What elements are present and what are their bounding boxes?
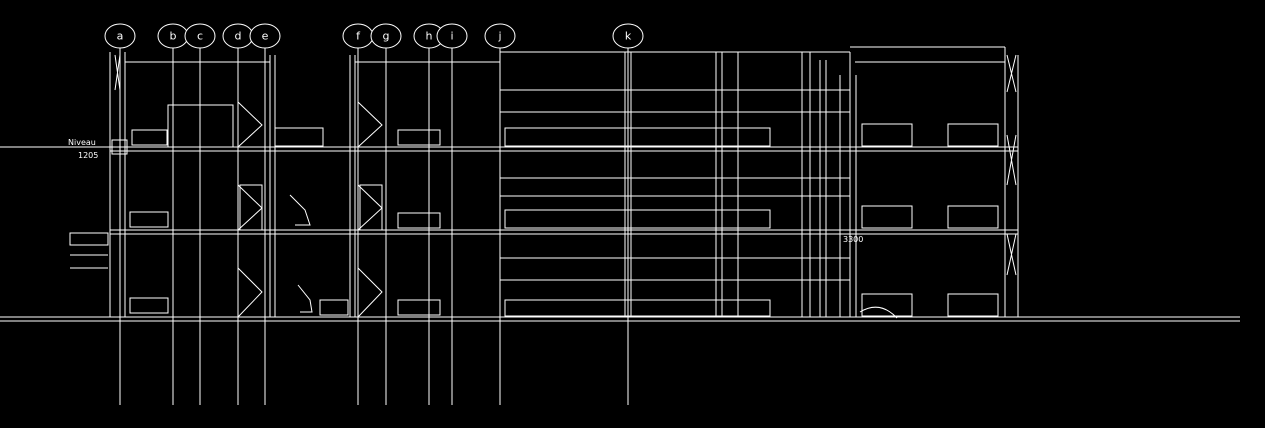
svg-text:c: c (197, 30, 203, 43)
floor-slabs (110, 89, 1018, 281)
svg-text:g: g (383, 30, 390, 43)
grid-bubble-j: j (484, 23, 516, 49)
columns (624, 52, 857, 317)
grid-bubble-b: b (157, 23, 189, 49)
svg-text:i: i (450, 30, 453, 43)
facade-lattice (111, 54, 1017, 276)
svg-text:k: k (625, 30, 632, 43)
level-label-upper: Niveau (68, 138, 96, 147)
grid-axis-lines (119, 48, 629, 405)
grid-bubble-k: k (612, 23, 644, 49)
svg-text:b: b (170, 30, 177, 43)
svg-text:e: e (262, 30, 269, 43)
stair-cores (167, 101, 383, 318)
grid-bubble-f: f (342, 23, 374, 49)
svg-text:d: d (235, 30, 242, 43)
building-envelope (0, 46, 1019, 317)
grid-bubbles: a b c d e f g h i j k (104, 23, 644, 49)
grid-bubble-d: d (222, 23, 254, 49)
svg-text:a: a (117, 30, 124, 43)
grid-bubble-g: g (370, 23, 402, 49)
furniture (69, 123, 999, 319)
ground-line (0, 316, 1240, 322)
svg-text:h: h (426, 30, 433, 43)
svg-text:j: j (497, 30, 501, 43)
mid-level-label: 3300 (843, 235, 863, 244)
grid-bubble-a: a (104, 23, 136, 49)
grid-bubble-i: i (436, 23, 468, 49)
svg-text:f: f (356, 30, 361, 43)
grid-bubble-e: e (249, 23, 281, 49)
level-label-lower: 1205 (78, 151, 98, 160)
grid-bubble-c: c (184, 23, 216, 49)
